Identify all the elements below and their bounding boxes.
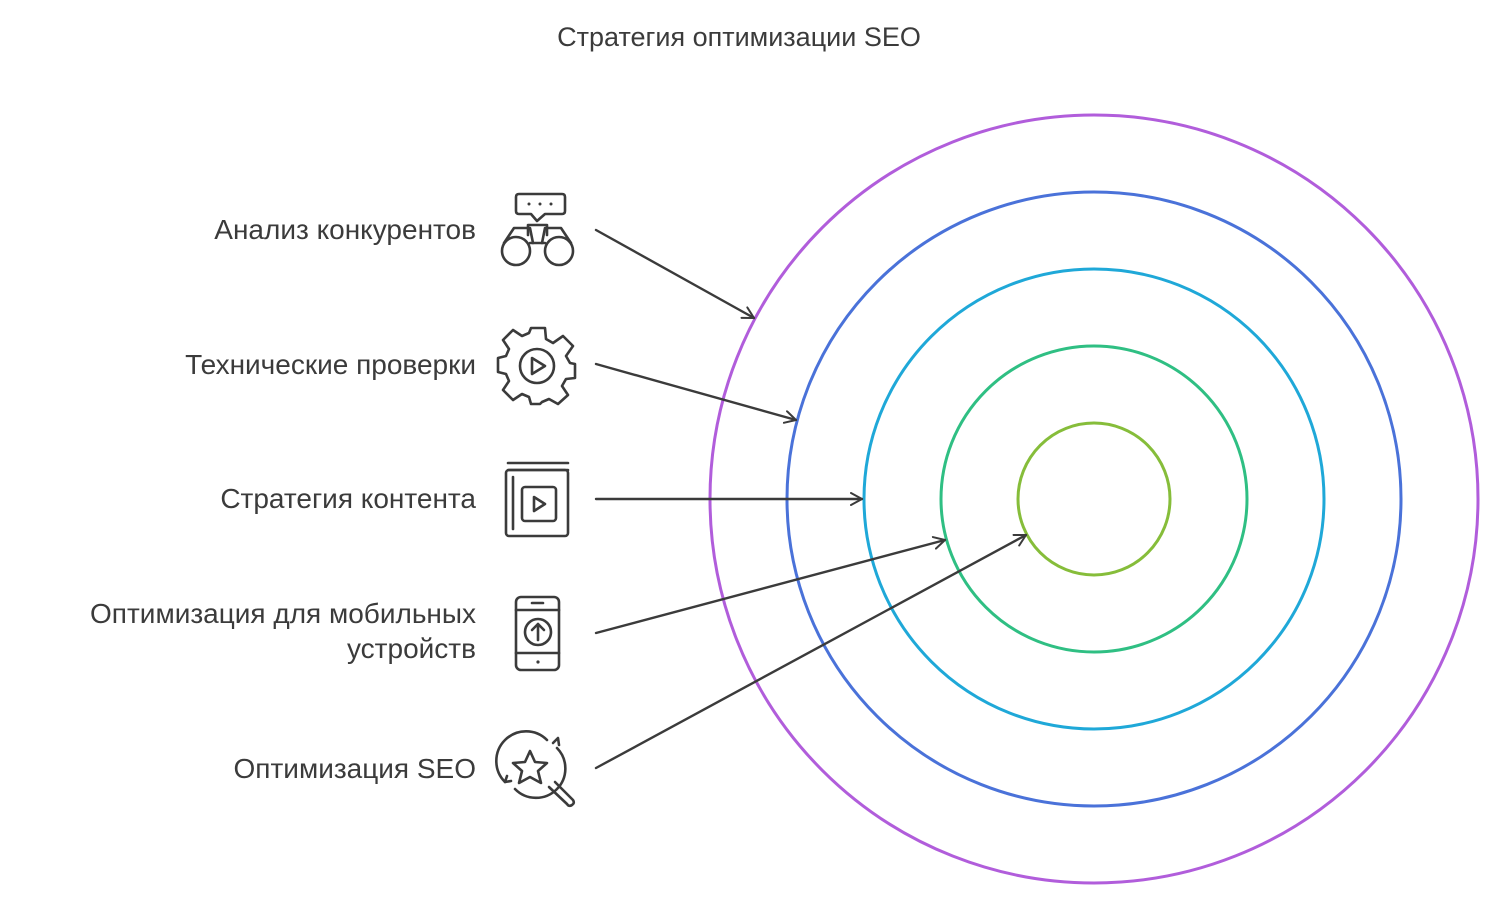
ring-5 (1016, 421, 1172, 577)
ring-4 (939, 344, 1249, 654)
label-content-strategy: Стратегия контента (220, 483, 476, 514)
star-search-icon (495, 730, 576, 808)
arrows (594, 228, 1028, 770)
arrow-technical-checks (594, 362, 798, 424)
label-competitor-analysis: Анализ конкурентов (214, 214, 476, 245)
label-mobile-optimization-line-1: Оптимизация для мобильных (90, 598, 476, 629)
mobile-upload-icon (514, 595, 561, 672)
gear-play-icon (496, 326, 577, 406)
label-mobile-optimization: Оптимизация для мобильных устройств (90, 596, 476, 666)
label-mobile-optimization-line-2: устройств (347, 633, 476, 664)
binoculars-icon (500, 192, 575, 267)
ring-3 (862, 267, 1326, 731)
page-title: Стратегия оптимизации SEO (557, 22, 921, 52)
arrow-seo-optimization (594, 533, 1028, 770)
arrow-competitor-analysis (594, 228, 756, 320)
label-seo-optimization: Оптимизация SEO (233, 753, 476, 784)
ring-2 (785, 190, 1403, 808)
video-book-icon (504, 461, 570, 538)
label-technical-checks: Технические проверки (185, 349, 476, 380)
icons (495, 192, 577, 808)
arrow-mobile-optimization (594, 536, 947, 635)
